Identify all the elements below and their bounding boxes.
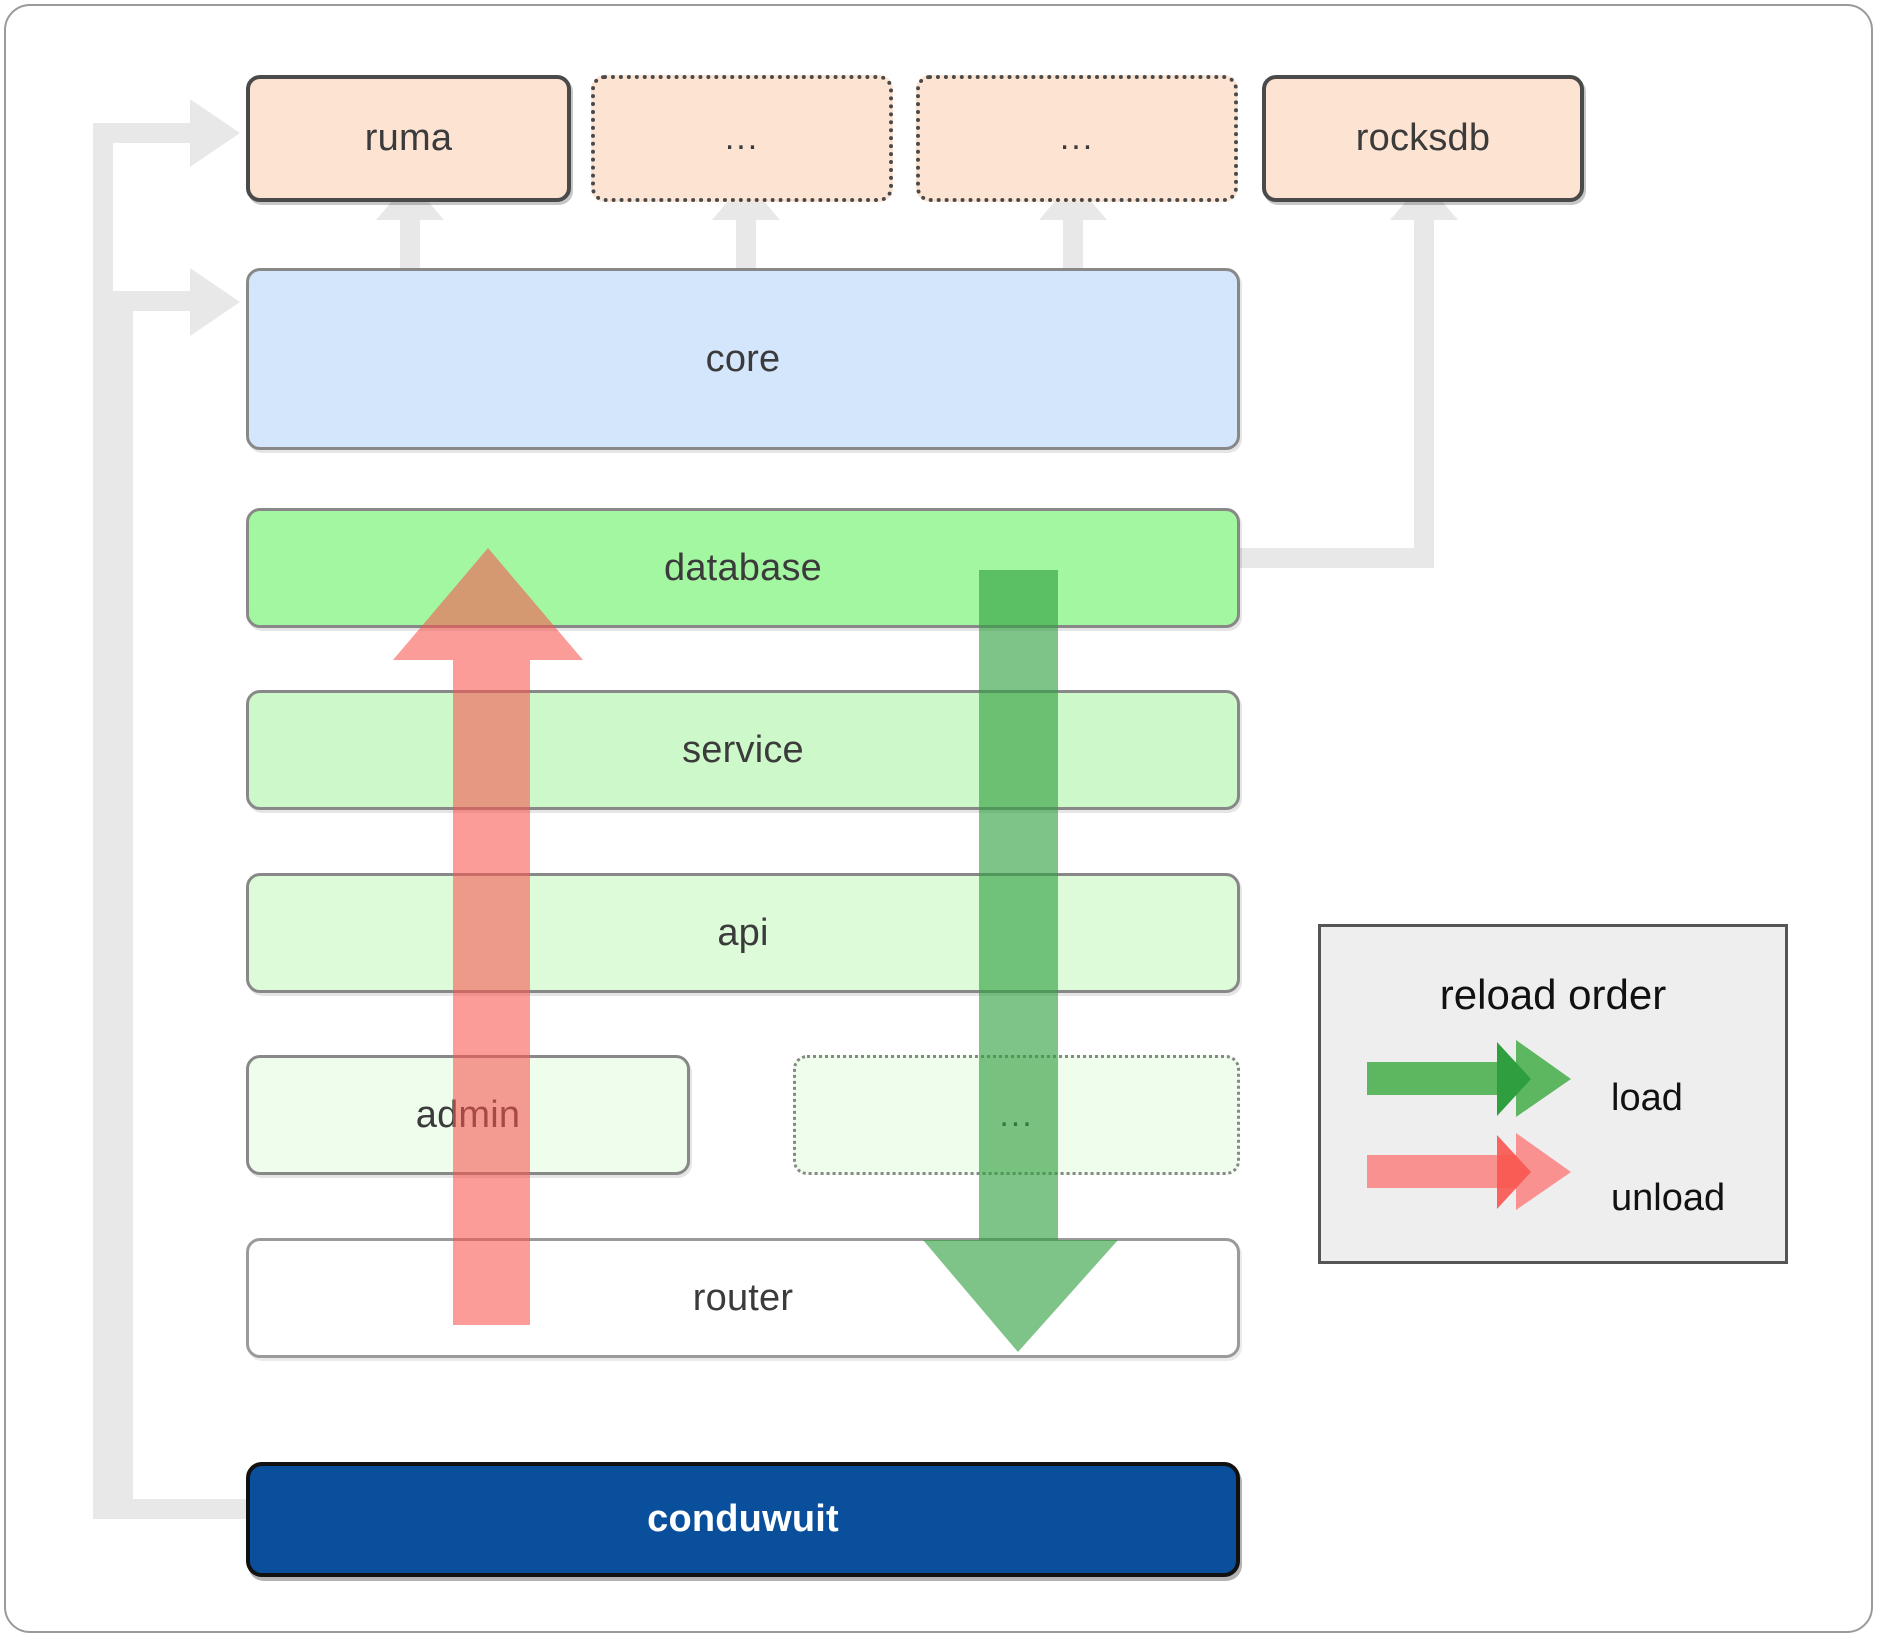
node-rocksdb[interactable]: rocksdb — [1262, 75, 1584, 202]
node-ext2[interactable]: ... — [916, 75, 1238, 202]
node-admin[interactable]: admin — [246, 1055, 690, 1175]
node-rocksdb-label: rocksdb — [1355, 117, 1491, 159]
node-ext1[interactable]: ... — [591, 75, 893, 202]
node-core[interactable]: core — [246, 268, 1240, 450]
node-ext2-label: ... — [1059, 119, 1095, 157]
node-api[interactable]: api — [246, 873, 1240, 993]
node-more[interactable]: ... — [793, 1055, 1240, 1175]
node-api-label: api — [717, 911, 769, 954]
node-database-label: database — [664, 546, 822, 589]
legend-title: reload order — [1439, 971, 1667, 1018]
node-router[interactable]: router — [246, 1238, 1240, 1358]
node-ruma[interactable]: ruma — [246, 75, 571, 202]
node-service-label: service — [682, 728, 804, 771]
node-service[interactable]: service — [246, 690, 1240, 810]
node-database[interactable]: database — [246, 508, 1240, 628]
node-router-label: router — [692, 1276, 794, 1319]
diagram-frame — [4, 4, 1873, 1633]
legend-label-unload: unload — [1611, 1177, 1726, 1219]
node-more-label: ... — [999, 1095, 1034, 1134]
legend-panel: reload order load unload — [1318, 924, 1788, 1264]
legend-label-load: load — [1611, 1077, 1683, 1119]
legend-arrow-icons — [1367, 1040, 1571, 1210]
node-core-label: core — [705, 337, 781, 380]
legend-unload-arrow-icon — [1367, 1133, 1571, 1210]
legend-load-arrow-icon — [1367, 1040, 1571, 1117]
node-admin-label: admin — [415, 1093, 521, 1136]
node-ext1-label: ... — [724, 119, 760, 157]
node-conduwuit[interactable]: conduwuit — [246, 1462, 1240, 1577]
node-ruma-label: ruma — [364, 117, 453, 159]
node-conduwuit-label: conduwuit — [647, 1498, 839, 1540]
